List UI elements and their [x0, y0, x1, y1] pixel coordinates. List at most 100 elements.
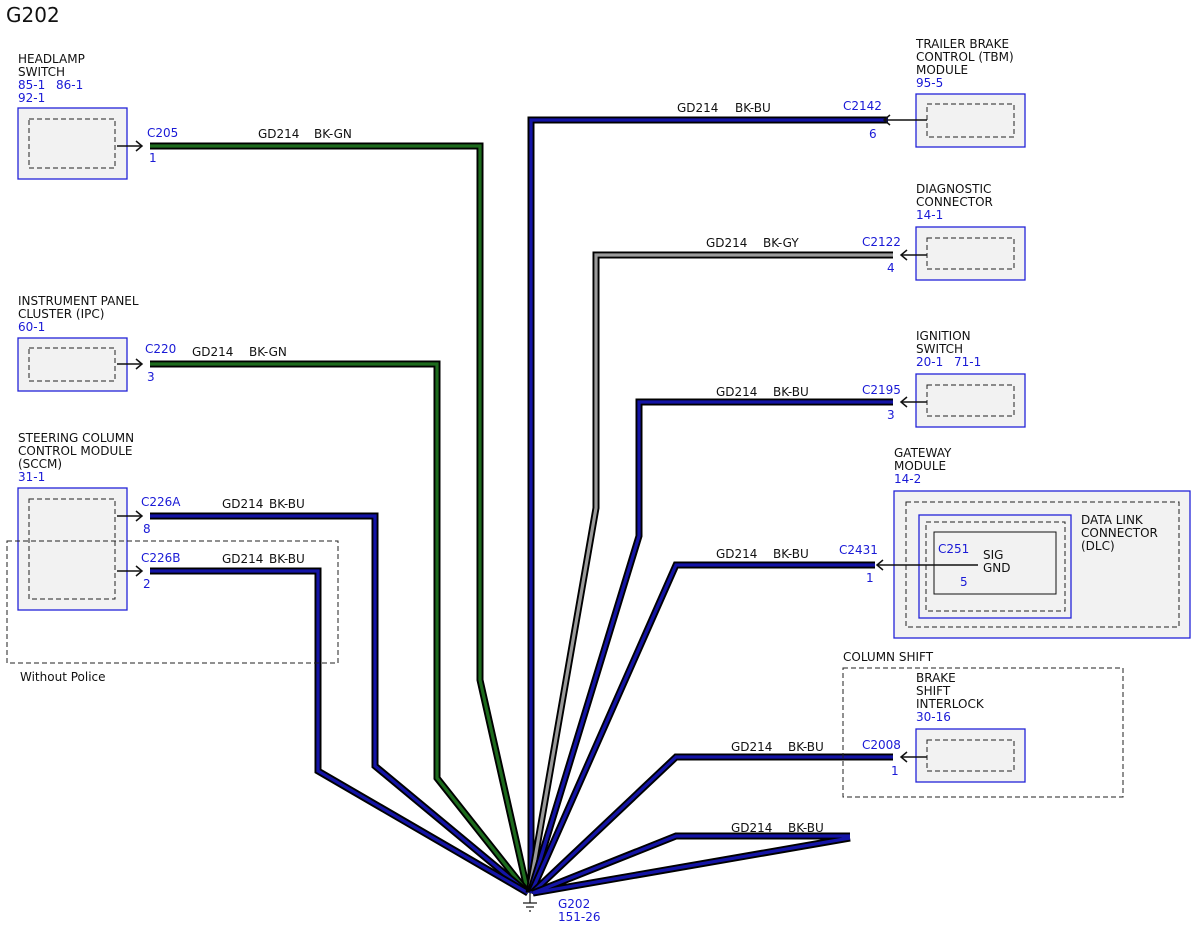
wire-label-circuit: GD214 — [716, 385, 757, 399]
wires — [150, 116, 893, 897]
pin-arrow — [875, 559, 884, 571]
component-name: GATEWAY — [894, 446, 952, 460]
ignition-switch[interactable]: IGNITION SWITCH 20-1 71-1 C2195 3 — [862, 329, 1026, 428]
wire-c226a — [150, 512, 531, 896]
gateway-module[interactable]: GATEWAY MODULE 14-2 DATA LINK CONNECTOR … — [839, 446, 1191, 639]
component-inner — [28, 498, 116, 600]
component-inner — [926, 103, 1015, 138]
component-box — [915, 728, 1026, 783]
wire-label-color: BK-BU — [269, 497, 305, 511]
wire-core — [530, 755, 893, 895]
component-name: BRAKE — [916, 671, 956, 685]
wire-c226b — [150, 567, 530, 897]
connector-pin: 1 — [149, 151, 157, 165]
connector-id: C226B — [141, 551, 181, 565]
wire-outline — [150, 360, 531, 896]
component-ref: 85-1 — [18, 78, 45, 92]
steering-column-control-module[interactable]: STEERING COLUMN CONTROL MODULE (SCCM) 31… — [17, 431, 181, 611]
wire-core — [528, 400, 893, 894]
component-box — [17, 487, 128, 611]
pin-arrow — [135, 565, 144, 577]
wire-label-color: BK-GY — [763, 236, 799, 250]
trailer-brake-control-module[interactable]: TRAILER BRAKE CONTROL (TBM) MODULE 95-5 … — [843, 37, 1026, 148]
wire-outline — [526, 398, 893, 895]
component-ref: 60-1 — [18, 320, 45, 334]
connector-id: C226A — [141, 495, 181, 509]
connector-pin: 4 — [887, 261, 895, 275]
wire-gateway — [527, 561, 875, 895]
connector-pin: 3 — [887, 408, 895, 422]
pin-arrow — [899, 751, 908, 763]
wire-label-color: BK-BU — [773, 385, 809, 399]
connector-id: C2431 — [839, 543, 878, 557]
wire-label-color: BK-BU — [788, 821, 824, 835]
component-name: HEADLAMP — [18, 52, 85, 66]
connector-id: C2195 — [862, 383, 901, 397]
dlc-pin-frame — [933, 531, 1057, 595]
component-ref: 71-1 — [954, 355, 981, 369]
component-name: DIAGNOSTIC — [916, 182, 991, 196]
component-box — [17, 337, 128, 392]
component-ref: 14-1 — [916, 208, 943, 222]
pin-arrow — [135, 510, 144, 522]
pin-arrow — [899, 396, 908, 408]
dlc-inner — [925, 521, 1066, 612]
wire-core — [150, 362, 530, 894]
headlamp-switch[interactable]: HEADLAMP SWITCH 85-1 86-1 92-1 C205 1 — [17, 52, 178, 180]
dlc-connector-id: C251 — [938, 542, 969, 556]
diagnostic-connector[interactable]: DIAGNOSTIC CONNECTOR 14-1 C2122 4 — [862, 182, 1026, 281]
without-police-label: Without Police — [20, 670, 106, 684]
dlc-pin: 5 — [960, 575, 968, 589]
component-ref: 20-1 — [916, 355, 943, 369]
component-box — [915, 226, 1026, 281]
wire-core — [529, 563, 875, 894]
ground-ref: 151-26 — [558, 910, 601, 924]
component-inner — [28, 347, 116, 382]
wire-label-color: BK-BU — [735, 101, 771, 115]
wire-label-circuit: GD214 — [731, 740, 772, 754]
wire-label-circuit: GD214 — [677, 101, 718, 115]
connector-pin: 1 — [891, 764, 899, 778]
dlc-signal: GND — [983, 561, 1011, 575]
connector-pin: 1 — [866, 571, 874, 585]
component-ref: 30-16 — [916, 710, 951, 724]
wire-label-color: BK-BU — [269, 552, 305, 566]
wire-core — [150, 144, 530, 894]
column-shift-box — [842, 667, 1124, 798]
brake-shift-interlock[interactable]: BRAKE SHIFT INTERLOCK 30-16 C2008 1 — [862, 671, 1026, 783]
wire-label-circuit: GD214 — [716, 547, 757, 561]
wire-label-circuit: GD214 — [222, 497, 263, 511]
component-name: IGNITION — [916, 329, 971, 343]
component-box — [915, 373, 1026, 428]
component-name: CONNECTOR — [916, 195, 993, 209]
component-name: TRAILER BRAKE — [915, 37, 1009, 51]
connector-pin: 8 — [143, 522, 151, 536]
wire-labels: GD214 BK-GN GD214 BK-GN GD214 BK-BU GD21… — [192, 101, 824, 835]
component-name: INTERLOCK — [916, 697, 985, 711]
wire-tbm — [527, 116, 888, 893]
component-inner — [905, 501, 1180, 628]
wire-label-color: BK-BU — [788, 740, 824, 754]
without-police-box — [6, 540, 339, 664]
component-box — [915, 93, 1026, 148]
wire-core — [529, 118, 888, 893]
wire-headlamp — [150, 142, 532, 894]
ground-g202[interactable]: G202 151-26 — [523, 893, 601, 924]
wire-core — [532, 834, 851, 895]
data-link-connector[interactable]: DATA LINK CONNECTOR (DLC) C251 5 SIG GND — [918, 513, 1158, 619]
wire-core — [150, 514, 530, 895]
wire-label-circuit: GD214 — [222, 552, 263, 566]
dlc-signal: SIG — [983, 548, 1003, 562]
dlc-name: CONNECTOR — [1081, 526, 1158, 540]
component-inner — [926, 384, 1015, 417]
component-inner — [926, 237, 1015, 270]
pin-arrow — [135, 140, 144, 152]
component-ref: 14-2 — [894, 472, 921, 486]
wire-open — [531, 832, 851, 897]
component-name: MODULE — [894, 459, 946, 473]
connector-id: C2122 — [862, 235, 901, 249]
instrument-panel-cluster[interactable]: INSTRUMENT PANEL CLUSTER (IPC) 60-1 C220… — [17, 294, 176, 392]
component-name: SWITCH — [18, 65, 65, 79]
pin-arrow — [135, 358, 144, 370]
